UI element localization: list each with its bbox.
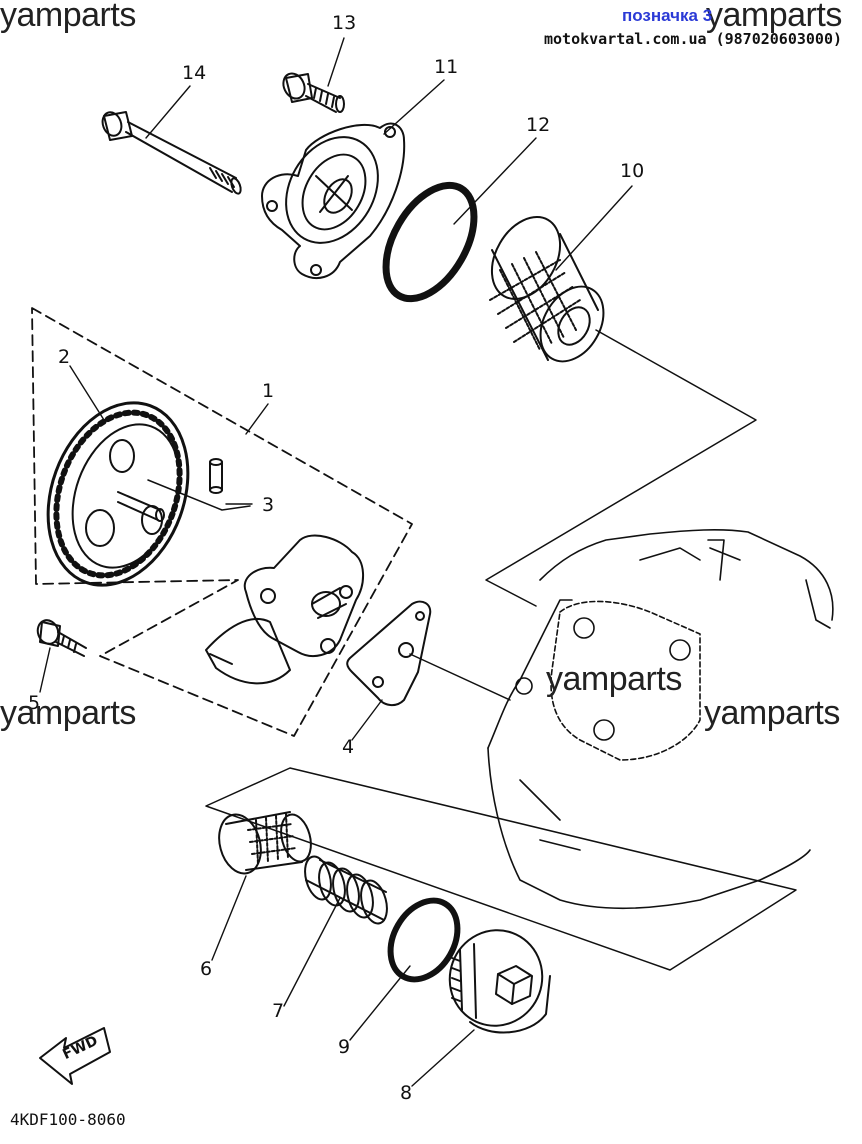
- long-bolt-14: [101, 111, 242, 195]
- callout-10: 10: [620, 160, 645, 182]
- leader-line: [485, 329, 757, 607]
- callout-3: 3: [262, 494, 275, 516]
- callout-11: 11: [434, 56, 459, 78]
- callout-13: 13: [332, 12, 357, 34]
- oil-pump-body: [205, 534, 364, 685]
- callout-2: 2: [58, 346, 71, 368]
- bookmark-link[interactable]: позначка 3: [622, 6, 713, 25]
- callout-1: 1: [262, 380, 275, 402]
- callout-12: 12: [526, 114, 551, 136]
- watermark-mid-left: yamparts: [0, 694, 136, 732]
- bolt-13: [282, 72, 345, 113]
- dowel-pin-3: [147, 458, 251, 511]
- diagram-code: 4KDF100-8060: [10, 1110, 126, 1129]
- crankcase-outline: [487, 529, 834, 910]
- callout-5: 5: [28, 692, 41, 714]
- callout-7: 7: [272, 1000, 285, 1022]
- callout-6: 6: [200, 958, 213, 980]
- screw-5: [36, 619, 87, 657]
- watermark-top-left: yamparts: [0, 0, 136, 34]
- watermark-center: yamparts: [546, 660, 682, 698]
- fwd-arrow-icon: [39, 1027, 111, 1085]
- assembly-box-1: [31, 307, 413, 737]
- callout-4: 4: [342, 736, 355, 758]
- o-ring-12: [382, 181, 478, 303]
- drain-plug-8: [448, 929, 551, 1034]
- strainer-box: [205, 767, 797, 971]
- callout-8: 8: [400, 1082, 413, 1104]
- site-info: motokvartal.com.ua (987020603000): [544, 30, 843, 48]
- pump-gasket-4: [346, 600, 511, 706]
- compression-spring-7: [304, 855, 388, 925]
- oil-strainer-6: [218, 811, 312, 875]
- filter-cover-11: [261, 122, 406, 279]
- oil-filter-element-10: [489, 216, 605, 363]
- pump-gear-2: [46, 401, 190, 587]
- watermark-mid-right: yamparts: [704, 694, 840, 732]
- watermark-top-right: yamparts: [706, 0, 842, 34]
- callout-9: 9: [338, 1036, 351, 1058]
- o-ring-9: [387, 897, 461, 983]
- callout-14: 14: [182, 62, 207, 84]
- leader-lines: [39, 37, 633, 1087]
